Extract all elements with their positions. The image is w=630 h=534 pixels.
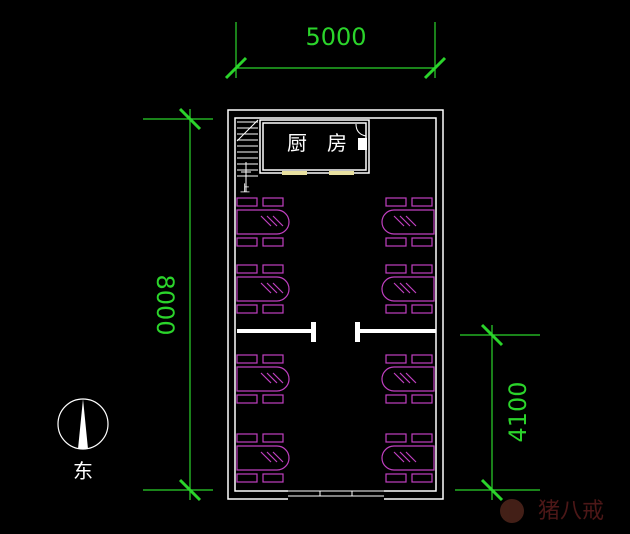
right-dimension <box>455 323 540 502</box>
left-dimension <box>143 107 213 502</box>
table-group <box>381 354 435 404</box>
table-group <box>236 264 290 314</box>
stair-up-label: 上 <box>240 183 250 195</box>
top-dimension-label: 5000 <box>305 23 366 51</box>
kitchen-room <box>259 119 370 175</box>
staircase <box>236 119 259 192</box>
table-group <box>381 264 435 314</box>
right-dimension-label: 4100 <box>504 381 532 442</box>
table-group <box>236 433 290 483</box>
partitions <box>237 322 436 342</box>
left-dimension-label: 8000 <box>151 274 179 335</box>
table-group <box>236 354 290 404</box>
watermark-logo: 猪八戒 <box>500 499 604 524</box>
kitchen-label-2: 房 <box>327 131 347 155</box>
kitchen-label-1: 厨 <box>287 131 307 155</box>
bottom-door <box>288 488 384 500</box>
table-group <box>381 433 435 483</box>
table-group <box>381 197 435 247</box>
dining-tables <box>236 197 435 483</box>
top-dimension <box>224 22 447 80</box>
table-group <box>236 197 290 247</box>
compass-direction-label: 东 <box>73 459 93 483</box>
watermark-text: 猪八戒 <box>538 499 604 524</box>
compass-icon <box>57 398 109 450</box>
